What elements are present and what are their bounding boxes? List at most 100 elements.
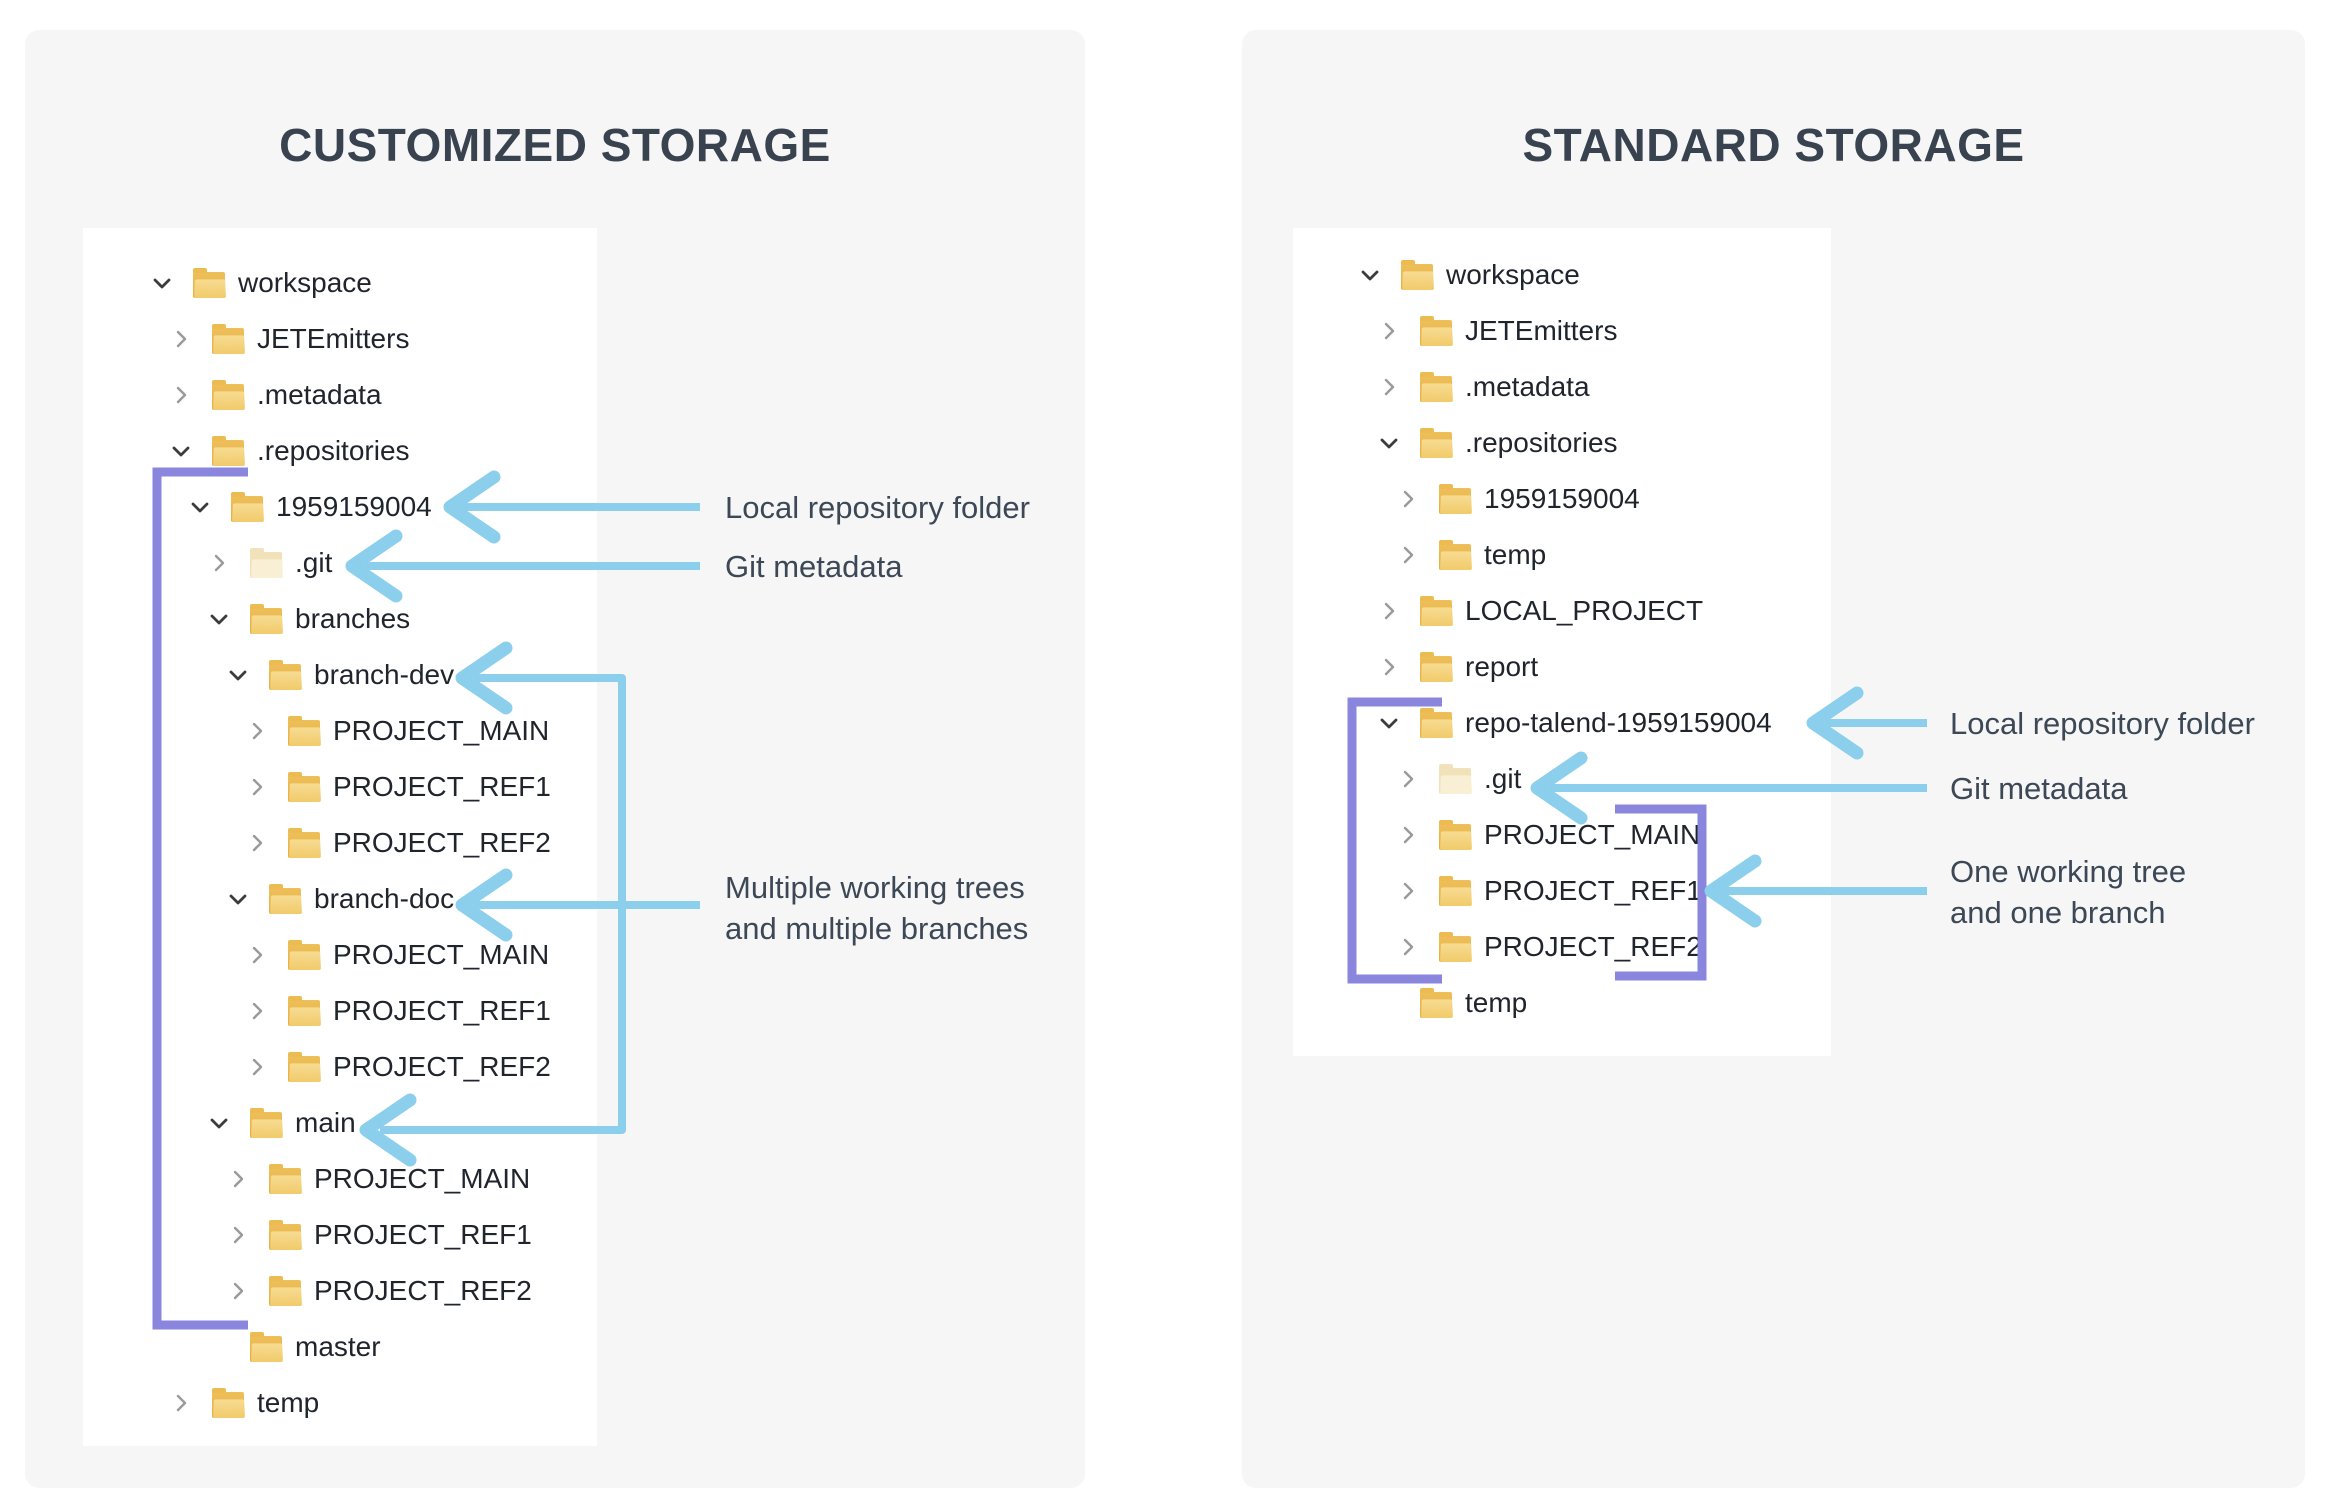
tree-item-label: PROJECT_REF1 — [314, 1219, 532, 1250]
chevron-right-icon[interactable] — [1396, 879, 1439, 903]
tree-item[interactable]: .git — [83, 535, 597, 591]
folder-icon — [269, 1163, 302, 1194]
tree-item[interactable]: main — [83, 1095, 597, 1151]
folder-icon — [269, 1275, 302, 1306]
chevron-right-icon[interactable] — [226, 1279, 269, 1303]
chevron-down-icon[interactable] — [1377, 711, 1420, 735]
annotation-line: Git metadata — [1950, 770, 2128, 806]
tree-item-label: temp — [1465, 987, 1528, 1018]
folder-icon — [288, 715, 321, 746]
chevron-right-icon[interactable] — [207, 551, 250, 575]
chevron-down-icon[interactable] — [207, 1111, 250, 1135]
folder-icon — [1420, 707, 1453, 738]
chevron-right-icon[interactable] — [1377, 599, 1420, 623]
tree-item[interactable]: .repositories — [1293, 415, 1831, 471]
tree-item[interactable]: branches — [83, 591, 597, 647]
tree-item[interactable]: PROJECT_REF2 — [1293, 919, 1831, 975]
chevron-right-icon[interactable] — [1396, 767, 1439, 791]
chevron-right-icon[interactable] — [245, 775, 288, 799]
folder-icon — [1439, 539, 1472, 570]
folder-icon — [212, 323, 245, 354]
tree-item[interactable]: PROJECT_MAIN — [1293, 807, 1831, 863]
chevron-down-icon[interactable] — [169, 439, 212, 463]
chevron-down-icon[interactable] — [226, 663, 269, 687]
chevron-right-icon[interactable] — [1396, 823, 1439, 847]
chevron-right-icon[interactable] — [169, 383, 212, 407]
chevron-right-icon[interactable] — [169, 327, 212, 351]
tree-item[interactable]: branch-doc — [83, 871, 597, 927]
folder-icon — [288, 827, 321, 858]
tree-item[interactable]: PROJECT_MAIN — [83, 703, 597, 759]
chevron-down-icon[interactable] — [188, 495, 231, 519]
chevron-right-icon[interactable] — [226, 1167, 269, 1191]
chevron-right-icon[interactable] — [245, 943, 288, 967]
tree-item-label: PROJECT_MAIN — [333, 715, 550, 746]
tree-item-label: PROJECT_MAIN — [1484, 819, 1701, 850]
chevron-down-icon[interactable] — [1358, 263, 1401, 287]
chevron-right-icon[interactable] — [1377, 319, 1420, 343]
tree-item[interactable]: workspace — [1293, 247, 1831, 303]
tree-item[interactable]: temp — [1293, 527, 1831, 583]
tree-item[interactable]: .metadata — [83, 367, 597, 423]
tree-item[interactable]: PROJECT_MAIN — [83, 1151, 597, 1207]
chevron-down-icon[interactable] — [1377, 431, 1420, 455]
folder-icon — [288, 995, 321, 1026]
tree-item[interactable]: PROJECT_REF2 — [83, 1039, 597, 1095]
tree-item[interactable]: .metadata — [1293, 359, 1831, 415]
tree-item[interactable]: master — [83, 1319, 597, 1375]
tree-item-label: PROJECT_REF2 — [314, 1275, 532, 1306]
tree-item[interactable]: PROJECT_REF1 — [83, 983, 597, 1039]
tree-item[interactable]: 1959159004 — [1293, 471, 1831, 527]
tree-item[interactable]: LOCAL_PROJECT — [1293, 583, 1831, 639]
annotation-label: Git metadata — [1950, 768, 2127, 809]
folder-icon — [212, 1387, 245, 1418]
tree-item[interactable]: PROJECT_MAIN — [83, 927, 597, 983]
tree-item[interactable]: temp — [1293, 975, 1831, 1031]
chevron-right-icon[interactable] — [1396, 487, 1439, 511]
panel-title: STANDARD STORAGE — [1522, 119, 2025, 171]
tree-item-label: PROJECT_REF1 — [333, 995, 551, 1026]
chevron-right-icon[interactable] — [1396, 935, 1439, 959]
tree-item[interactable]: JETEmitters — [83, 311, 597, 367]
chevron-right-icon[interactable] — [1396, 543, 1439, 567]
tree-item[interactable]: .repositories — [83, 423, 597, 479]
tree-item[interactable]: JETEmitters — [1293, 303, 1831, 359]
chevron-right-icon[interactable] — [245, 999, 288, 1023]
chevron-right-icon[interactable] — [1377, 375, 1420, 399]
folder-icon — [1439, 931, 1472, 962]
tree-item[interactable]: temp — [83, 1375, 597, 1431]
annotation-line: Local repository folder — [725, 489, 1030, 525]
chevron-down-icon[interactable] — [207, 607, 250, 631]
tree-item[interactable]: PROJECT_REF1 — [83, 759, 597, 815]
chevron-down-icon[interactable] — [150, 271, 193, 295]
tree-item[interactable]: repo-talend-1959159004 — [1293, 695, 1831, 751]
tree-item-label: .repositories — [257, 435, 410, 466]
annotation-line: Local repository folder — [1950, 705, 2255, 741]
folder-icon — [288, 1051, 321, 1082]
chevron-down-icon[interactable] — [226, 887, 269, 911]
tree-item-label: workspace — [238, 267, 372, 298]
tree-item[interactable]: 1959159004 — [83, 479, 597, 535]
chevron-right-icon[interactable] — [169, 1391, 212, 1415]
tree-item[interactable]: branch-dev — [83, 647, 597, 703]
panel-title: CUSTOMIZED STORAGE — [279, 119, 831, 171]
chevron-right-icon[interactable] — [245, 831, 288, 855]
chevron-right-icon[interactable] — [245, 1055, 288, 1079]
tree-item[interactable]: .git — [1293, 751, 1831, 807]
tree-item-label: report — [1465, 651, 1539, 682]
chevron-right-icon[interactable] — [245, 719, 288, 743]
chevron-right-icon[interactable] — [226, 1223, 269, 1247]
tree-item[interactable]: report — [1293, 639, 1831, 695]
chevron-right-icon[interactable] — [1377, 655, 1420, 679]
tree-item[interactable]: workspace — [83, 255, 597, 311]
tree-item[interactable]: PROJECT_REF1 — [83, 1207, 597, 1263]
tree-item[interactable]: PROJECT_REF2 — [83, 1263, 597, 1319]
tree-item[interactable]: PROJECT_REF2 — [83, 815, 597, 871]
folder-icon — [288, 939, 321, 970]
tree-item-label: JETEmitters — [257, 323, 410, 354]
tree-item-label: PROJECT_REF2 — [333, 1051, 551, 1082]
tree-item[interactable]: PROJECT_REF1 — [1293, 863, 1831, 919]
